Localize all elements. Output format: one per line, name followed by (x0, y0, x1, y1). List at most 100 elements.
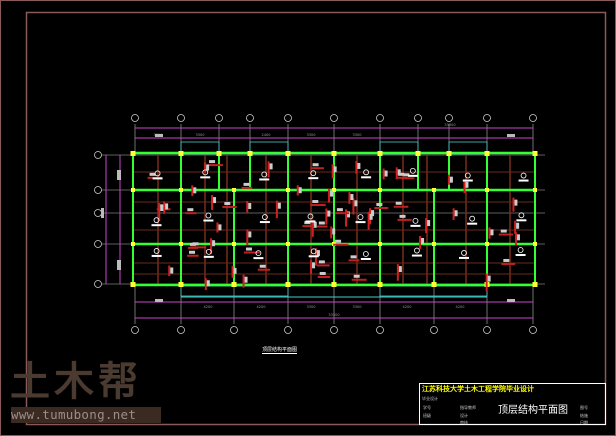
column (331, 151, 337, 156)
axis-bubble (529, 114, 537, 122)
rebar-mark (257, 268, 271, 271)
rebar-label (206, 280, 210, 287)
cell: 图号 (580, 405, 588, 410)
rebar-mark (514, 220, 517, 234)
rebar-label (212, 240, 216, 247)
slab-label (151, 254, 162, 257)
rebar-label (149, 172, 156, 176)
rebar-mark (302, 225, 315, 228)
slab-label (305, 220, 316, 223)
column (484, 151, 490, 156)
title-block-sheet-title: 顶层结构平面图 (498, 405, 568, 416)
cell: 设计 (460, 413, 468, 418)
cell: 班级 (423, 413, 431, 418)
dimension-text: 4200 (456, 305, 465, 309)
rebar-label (516, 234, 520, 241)
projection-outline (379, 285, 488, 297)
rebar-label (213, 197, 217, 204)
cell: 审核 (460, 420, 468, 425)
column (532, 282, 538, 287)
slab-label (516, 219, 527, 222)
rebar-mark (204, 162, 207, 173)
dim-label (507, 134, 515, 137)
rebar-mark (351, 278, 367, 281)
dimension-text: 4200 (204, 305, 213, 309)
rebar-label (357, 162, 361, 169)
rebar-mark (310, 204, 326, 207)
slab-symbol (307, 213, 314, 220)
cell: 学号 (423, 405, 431, 410)
slab-symbol (357, 214, 364, 221)
rebar-mark (246, 229, 249, 246)
rebar-mark (345, 209, 348, 227)
rebar-mark (168, 265, 171, 277)
column (332, 188, 336, 192)
rebar-label (516, 222, 520, 229)
rebar-label (244, 276, 248, 283)
dimension-text: 33300 (444, 123, 455, 127)
axis-bubble (246, 114, 254, 122)
rebar-label (170, 267, 174, 274)
column (485, 242, 489, 246)
axis-bubble (177, 114, 185, 122)
rebar-mark (395, 167, 398, 180)
slab-symbol (362, 251, 369, 257)
rebar-label (398, 172, 405, 176)
rebar-mark (393, 205, 409, 208)
rebar-mark (185, 212, 197, 215)
rebar-label (243, 182, 250, 186)
axis-bubble (230, 326, 238, 334)
column (130, 282, 136, 287)
rebar-mark (333, 243, 349, 246)
rebar-label (371, 210, 375, 217)
rebar-mark (514, 232, 517, 246)
rebar-mark (216, 222, 219, 233)
dimension-text: 3300 (307, 305, 316, 309)
rebar-mark (325, 208, 328, 225)
rebar-label (427, 220, 431, 227)
axis-bubble (330, 326, 338, 334)
slab-symbol (412, 217, 419, 224)
column (179, 242, 183, 246)
slab-label (515, 254, 526, 257)
slab-label (467, 222, 478, 225)
rebar-label (248, 203, 252, 210)
dimension-text: 2400 (262, 133, 271, 137)
slab-label (259, 221, 270, 224)
slab-symbol (205, 212, 212, 219)
rebar-mark (452, 208, 455, 220)
slab-label (407, 174, 418, 177)
rebar-mark (210, 238, 213, 255)
rebar-label (327, 210, 331, 217)
rebar-label (354, 200, 358, 207)
rebar-mark (348, 259, 360, 262)
rebar-label (335, 239, 342, 243)
column (130, 151, 136, 156)
slab-symbol (255, 250, 262, 257)
rebar-label (403, 173, 410, 177)
column (216, 151, 222, 156)
rebar-label (332, 228, 336, 235)
rebar-mark (485, 273, 488, 292)
rebar-mark (397, 218, 412, 221)
dim-label (101, 208, 104, 218)
rebar-label (353, 274, 360, 278)
slab-label (462, 179, 473, 182)
column (377, 151, 383, 156)
rebar-mark (158, 203, 161, 221)
dimension-text: 3300 (196, 133, 205, 137)
rebar-mark (396, 176, 408, 179)
rebar-mark (246, 201, 249, 213)
slab-label (200, 176, 211, 179)
rebar-mark (501, 262, 516, 265)
cell: 指导教师 (460, 405, 476, 410)
rebar-mark (498, 233, 513, 236)
slab-label (259, 178, 270, 181)
column (286, 188, 290, 192)
axis-bubble (94, 240, 102, 248)
rebar-label (350, 255, 357, 259)
rebar-label (312, 163, 319, 167)
slab-symbol (461, 250, 467, 256)
rebar-label (318, 221, 325, 225)
